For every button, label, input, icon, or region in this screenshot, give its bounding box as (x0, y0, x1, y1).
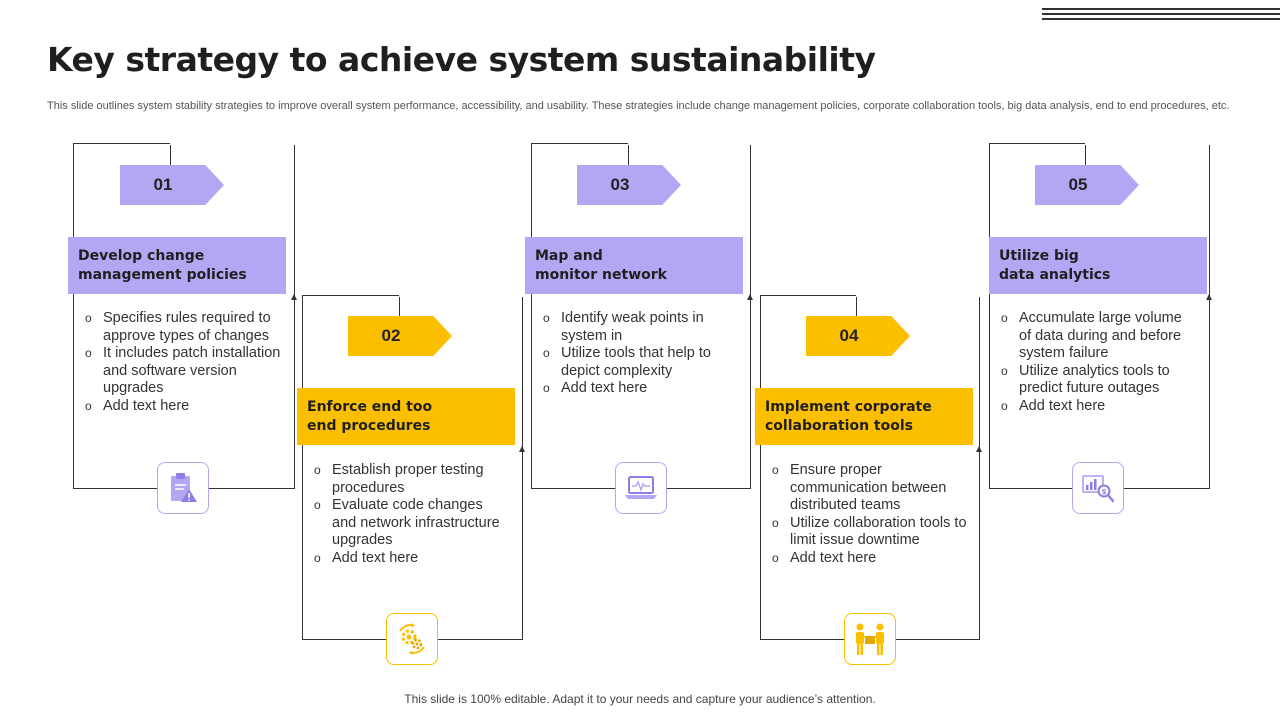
step-number-badge: 05 (1035, 165, 1139, 205)
list-item: Utilize collaboration tools to limit iss… (772, 515, 968, 550)
heading-line-2: management policies (78, 267, 247, 283)
step-heading: Map and monitor network (525, 237, 743, 294)
arrow-up-icon (1206, 294, 1212, 300)
team-collaboration-icon (844, 613, 896, 665)
step-number-badge: 03 (577, 165, 681, 205)
list-item: Add text here (314, 550, 510, 568)
list-item: Evaluate code changes and network infras… (314, 497, 510, 550)
list-item: Establish proper testing procedures (314, 462, 510, 497)
laptop-monitor-icon (615, 462, 667, 514)
bullet-list: Ensure proper communication between dist… (772, 462, 968, 567)
list-item: Add text here (543, 380, 739, 398)
page-subtitle: This slide outlines system stability str… (47, 100, 1230, 112)
gears-cycle-icon (386, 613, 438, 665)
heading-line-1: Map and (535, 248, 603, 264)
clipboard-warning-icon (157, 462, 209, 514)
list-item: Ensure proper communication between dist… (772, 462, 968, 515)
heading-line-2: end procedures (307, 418, 431, 434)
list-item: Add text here (1001, 398, 1197, 416)
footer-note: This slide is 100% editable. Adapt it to… (404, 692, 876, 706)
data-analytics-search-icon: $ (1072, 462, 1124, 514)
list-item: Utilize analytics tools to predict futur… (1001, 363, 1197, 398)
list-item: Utilize tools that help to depict comple… (543, 345, 739, 380)
list-item: Identify weak points in system in (543, 310, 739, 345)
heading-line-2: data analytics (999, 267, 1111, 283)
bullet-list: Accumulate large volume of data during a… (1001, 310, 1197, 415)
step-heading: Utilize big data analytics (989, 237, 1207, 294)
step-heading: Implement corporate collaboration tools (755, 388, 973, 445)
heading-line-2: collaboration tools (765, 418, 913, 434)
arrow-up-icon (291, 294, 297, 300)
decorative-lines (1042, 8, 1280, 23)
heading-line-2: monitor network (535, 267, 667, 283)
list-item: Specifies rules required to approve type… (85, 310, 281, 345)
step-heading: Enforce end too end procedures (297, 388, 515, 445)
page-title: Key strategy to achieve system sustainab… (47, 40, 876, 79)
svg-text:$: $ (1102, 488, 1107, 496)
bullet-list: Identify weak points in system in Utiliz… (543, 310, 739, 398)
heading-line-1: Enforce end too (307, 399, 433, 415)
step-number-badge: 01 (120, 165, 224, 205)
step-number-badge: 02 (348, 316, 452, 356)
arrow-up-icon (747, 294, 753, 300)
arrow-up-icon (519, 446, 525, 452)
bullet-list: Specifies rules required to approve type… (85, 310, 281, 415)
list-item: Accumulate large volume of data during a… (1001, 310, 1197, 363)
list-item: Add text here (85, 398, 281, 416)
heading-line-1: Utilize big (999, 248, 1079, 264)
heading-line-1: Implement corporate (765, 399, 932, 415)
heading-line-1: Develop change (78, 248, 205, 264)
list-item: It includes patch installation and softw… (85, 345, 281, 398)
step-heading: Develop change management policies (68, 237, 286, 294)
list-item: Add text here (772, 550, 968, 568)
step-number-badge: 04 (806, 316, 910, 356)
bullet-list: Establish proper testing procedures Eval… (314, 462, 510, 567)
arrow-up-icon (976, 446, 982, 452)
